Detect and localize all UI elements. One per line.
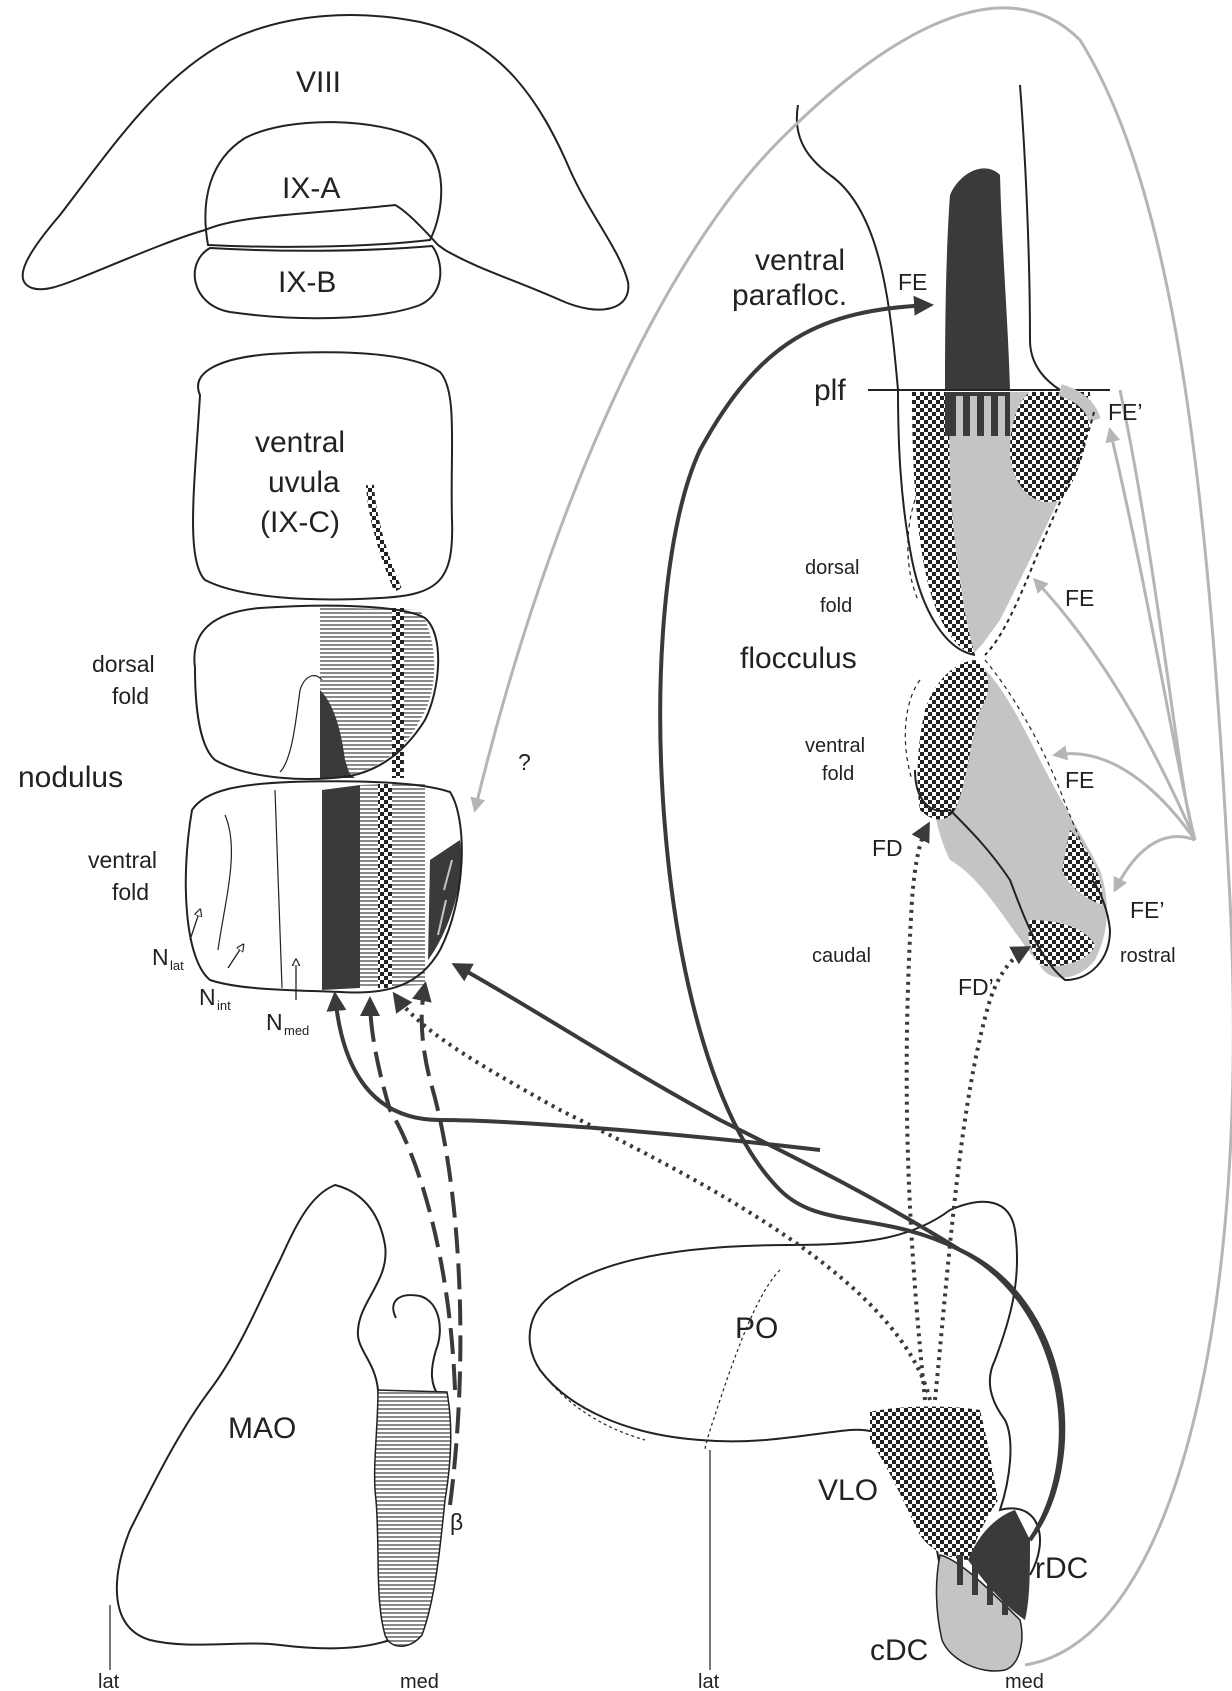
label-ventral-fold-right-2: fold xyxy=(822,763,854,785)
label-ix-a: IX-A xyxy=(282,172,340,205)
label-fd-prime: FD’ xyxy=(958,974,994,1000)
label-med-right: med xyxy=(1005,1671,1044,1691)
n-lat-arrow xyxy=(190,910,200,940)
paraflocculus-outline xyxy=(797,85,1060,390)
nodulus-dorsal-fold xyxy=(194,606,438,779)
label-fe-prime-low: FE’ xyxy=(1130,897,1165,923)
label-beta: β xyxy=(450,1509,463,1535)
label-po: PO xyxy=(735,1312,778,1345)
label-ventral-uvula-3: (IX-C) xyxy=(260,506,340,539)
label-cdc: cDC xyxy=(870,1634,928,1667)
label-ventral-parafloc-1: ventral xyxy=(755,244,845,277)
label-ventral-fold-left-1: ventral xyxy=(88,847,157,873)
label-plf: plf xyxy=(814,374,846,407)
label-med-left: med xyxy=(400,1671,439,1691)
label-n-int-sub: int xyxy=(217,998,231,1013)
label-fd: FD xyxy=(872,835,903,861)
label-ventral-uvula-1: ventral xyxy=(255,426,345,459)
nodulus-ventral-fold xyxy=(186,781,462,992)
label-ventral-fold-left-2: fold xyxy=(112,879,149,905)
label-ventral-fold-right-1: ventral xyxy=(805,735,865,757)
label-fe-mid: FE xyxy=(1065,585,1094,611)
label-dorsal-fold-right-2: fold xyxy=(820,595,852,617)
ventral-paraflocculus-dark-zone xyxy=(945,168,1010,390)
label-n-med-sub: med xyxy=(284,1023,309,1038)
label-fe-top: FE xyxy=(898,269,927,295)
vlo-subnucleus xyxy=(870,1406,998,1560)
label-flocculus: flocculus xyxy=(740,642,857,675)
label-nodulus: nodulus xyxy=(18,761,123,794)
label-ventral-parafloc-2: parafloc. xyxy=(732,279,847,312)
label-n-lat-sub: lat xyxy=(170,958,184,973)
flocculus-ventral-fold xyxy=(905,660,1110,980)
label-lat-left: lat xyxy=(98,1671,120,1691)
label-ventral-uvula-2: uvula xyxy=(268,466,340,499)
label-viii: VIII xyxy=(296,66,341,99)
label-n-int: N xyxy=(199,984,216,1010)
label-rdc: rDC xyxy=(1035,1552,1088,1585)
label-n-med: N xyxy=(266,1009,283,1035)
label-vlo: VLO xyxy=(818,1474,878,1507)
label-rostral: rostral xyxy=(1120,945,1176,967)
label-fe-prime-top: FE’ xyxy=(1108,399,1143,425)
label-dorsal-fold-left-2: fold xyxy=(112,683,149,709)
label-dorsal-fold-left-1: dorsal xyxy=(92,651,155,677)
label-ix-b: IX-B xyxy=(278,266,336,299)
label-n-lat: N xyxy=(152,944,169,970)
label-dorsal-fold-right-1: dorsal xyxy=(805,557,859,579)
label-fe-low: FE xyxy=(1065,767,1094,793)
label-caudal: caudal xyxy=(812,945,871,967)
n-int-arrow xyxy=(228,945,243,968)
label-question: ? xyxy=(518,749,531,775)
label-mao: MAO xyxy=(228,1412,296,1445)
label-lat-right: lat xyxy=(698,1671,720,1691)
